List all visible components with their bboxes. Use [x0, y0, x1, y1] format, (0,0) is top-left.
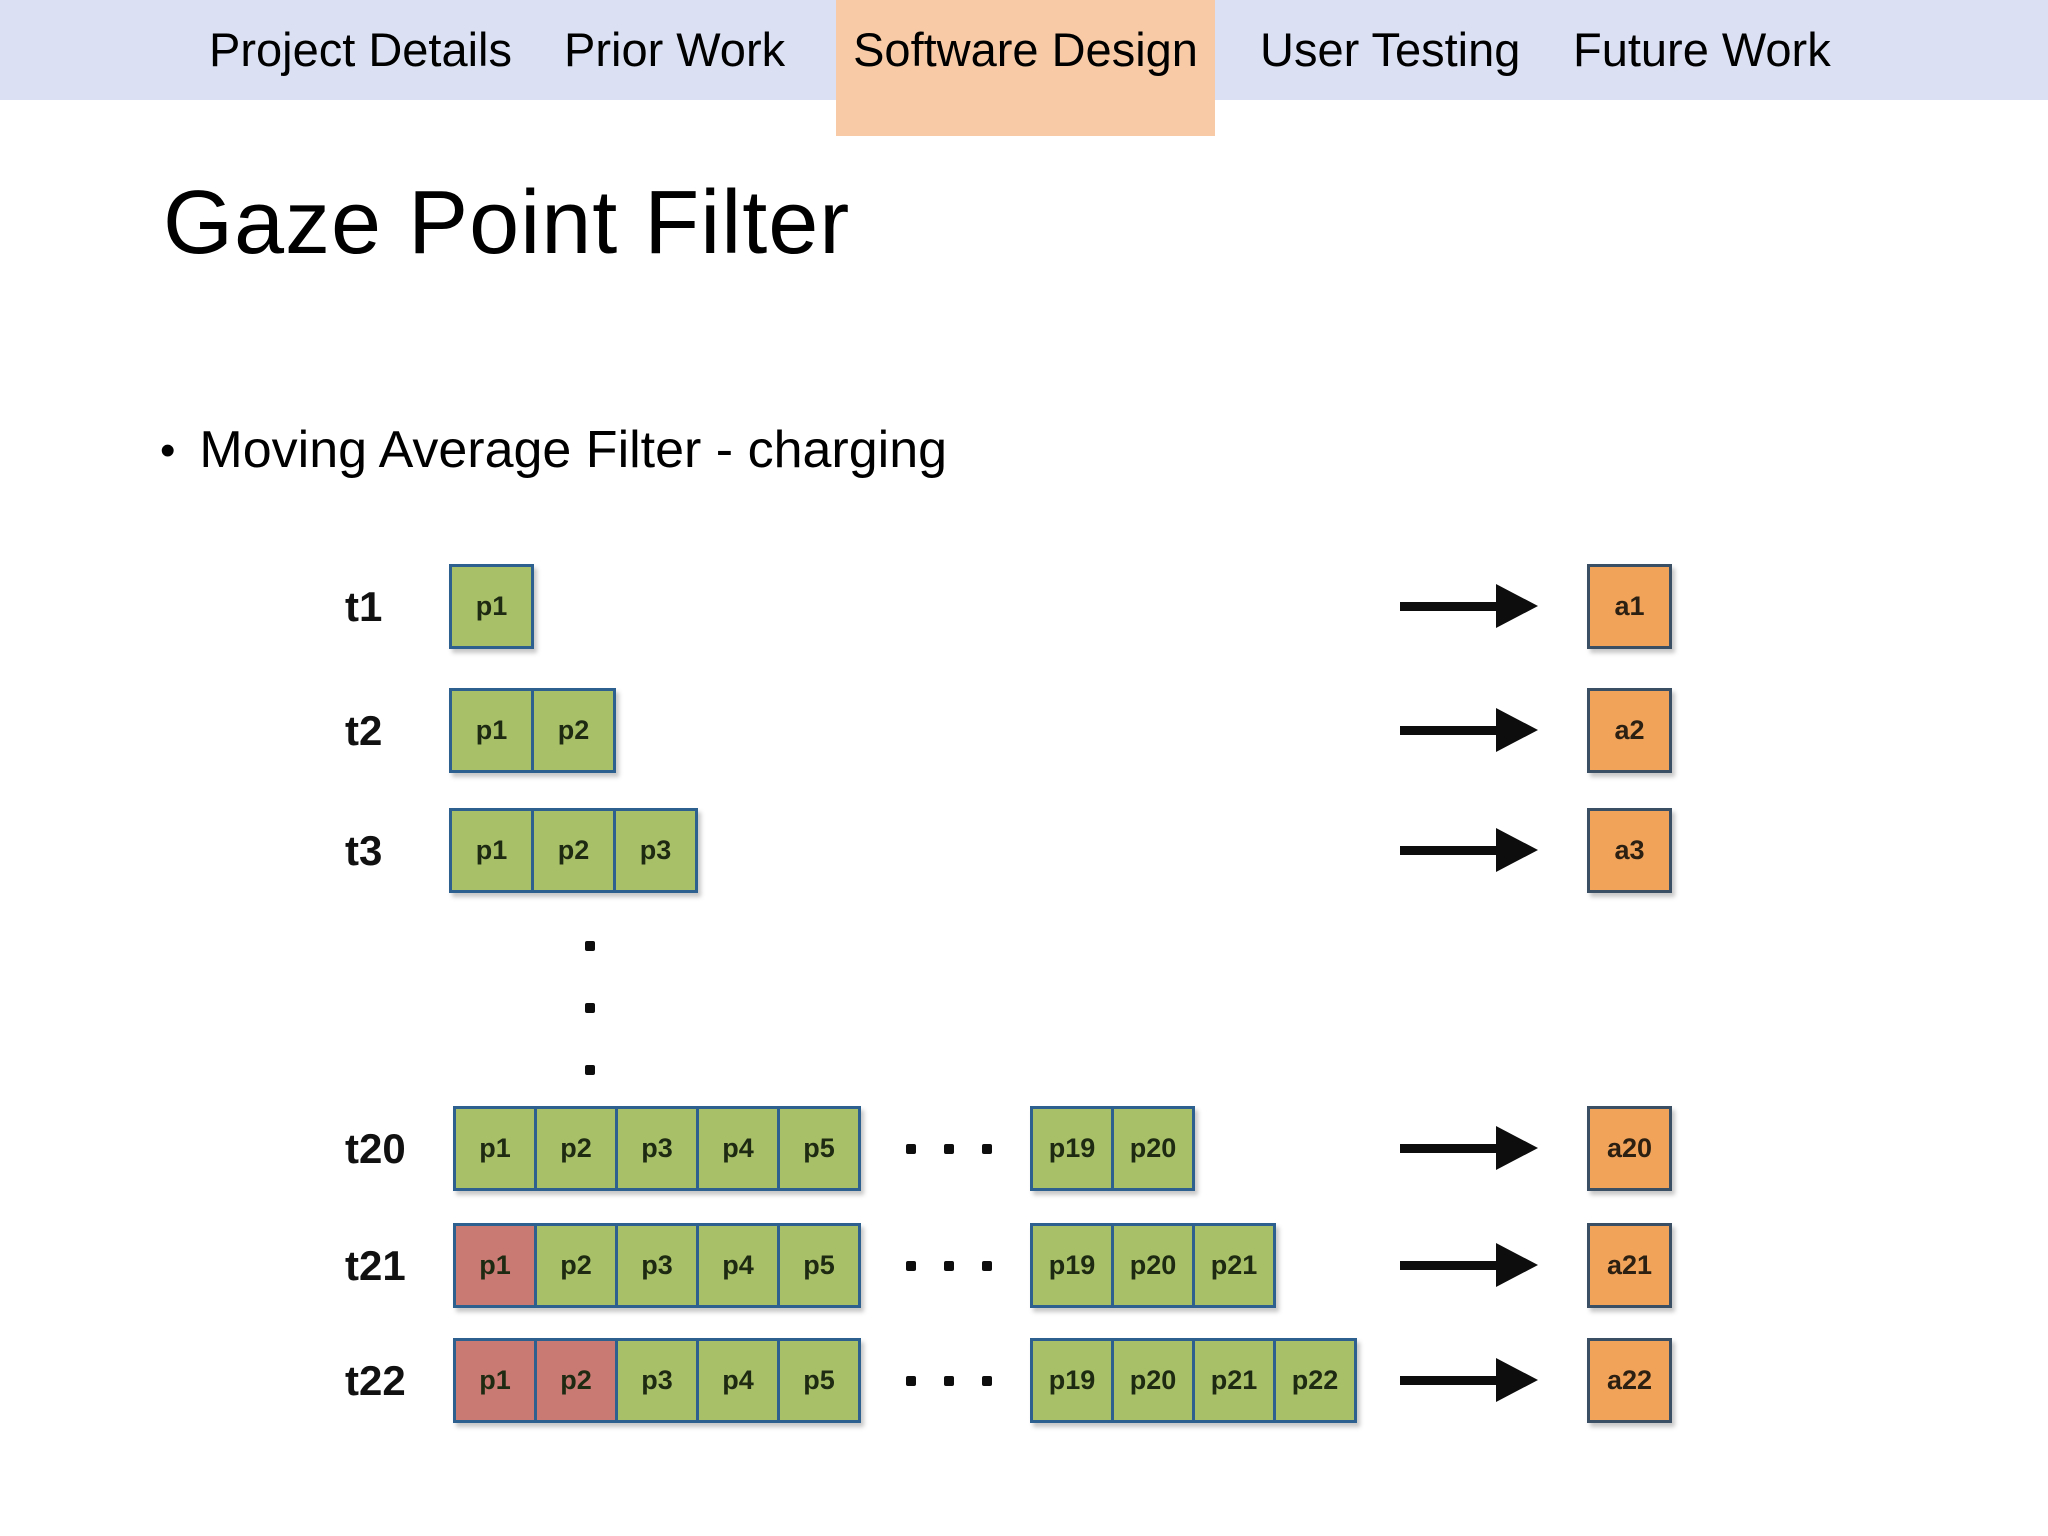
- arrow-head: [1496, 584, 1538, 628]
- tail-cell: p20: [1111, 1338, 1195, 1423]
- time-label: t20: [345, 1124, 406, 1172]
- window-cell: p1: [449, 688, 534, 773]
- window-cell: p3: [615, 1338, 699, 1423]
- arrow-shaft: [1400, 1376, 1500, 1385]
- arrow-shaft: [1400, 1144, 1500, 1153]
- window-strip: p1: [449, 564, 534, 649]
- time-label: t2: [345, 706, 383, 754]
- arrow-shaft: [1400, 726, 1500, 735]
- arrow-head: [1496, 1358, 1538, 1402]
- ellipsis-dots: [906, 1338, 992, 1423]
- output-box: a20: [1587, 1106, 1672, 1191]
- window-cell: p1: [453, 1106, 537, 1191]
- window-cell: p3: [613, 808, 698, 893]
- arrow-icon: [1400, 828, 1538, 872]
- window-cell: p2: [531, 688, 616, 773]
- window-cell: p4: [696, 1106, 780, 1191]
- output-box: a22: [1587, 1338, 1672, 1423]
- nav-tab-user-testing[interactable]: User Testing: [1260, 23, 1521, 76]
- arrow-shaft: [1400, 1261, 1500, 1270]
- window-cell: p2: [534, 1338, 618, 1423]
- nav-tab-project-details[interactable]: Project Details: [209, 23, 512, 76]
- bullet-text: Moving Average Filter - charging: [199, 421, 948, 479]
- ellipsis-dot-icon: [944, 1143, 954, 1154]
- tail-cell: p21: [1192, 1223, 1276, 1308]
- output-box: a21: [1587, 1223, 1672, 1308]
- window-cell: p1: [453, 1338, 537, 1423]
- bullet-marker-icon: •: [160, 426, 176, 475]
- output-box: a2: [1587, 688, 1672, 773]
- window-cell: p4: [696, 1338, 780, 1423]
- arrow-icon: [1400, 1358, 1538, 1402]
- tail-cell: p19: [1030, 1106, 1114, 1191]
- ellipsis-dot-icon: [944, 1260, 954, 1271]
- time-label: t1: [345, 582, 383, 630]
- arrow-shaft: [1400, 846, 1500, 855]
- window-cell: p5: [777, 1338, 861, 1423]
- output-box: a1: [1587, 564, 1672, 649]
- ellipsis-dots: [906, 1223, 992, 1308]
- arrow-head: [1496, 1243, 1538, 1287]
- arrow-head: [1496, 828, 1538, 872]
- time-label: t22: [345, 1356, 406, 1404]
- arrow-shaft: [1400, 602, 1500, 611]
- tail-cell: p22: [1273, 1338, 1357, 1423]
- window-cell: p1: [449, 808, 534, 893]
- window-cell: p1: [449, 564, 534, 649]
- arrow-icon: [1400, 708, 1538, 752]
- arrow-icon: [1400, 1126, 1538, 1170]
- page-title: Gaze Point Filter: [163, 173, 851, 273]
- window-cell: p3: [615, 1106, 699, 1191]
- arrow-icon: [1400, 1243, 1538, 1287]
- nav-tab-prior-work[interactable]: Prior Work: [564, 23, 786, 76]
- window-cell: p1: [453, 1223, 537, 1308]
- window-cell: p3: [615, 1223, 699, 1308]
- window-cell: p5: [777, 1223, 861, 1308]
- ellipsis-dot-icon: [982, 1375, 992, 1386]
- ellipsis-dots: [906, 1106, 992, 1191]
- tail-cell: p19: [1030, 1223, 1114, 1308]
- time-label: t3: [345, 826, 383, 874]
- window-cell: p2: [534, 1223, 618, 1308]
- bullet-line: • Moving Average Filter - charging: [160, 424, 947, 476]
- ellipsis-dot-icon: [906, 1143, 916, 1154]
- nav-tab-future-work[interactable]: Future Work: [1573, 23, 1831, 76]
- tail-cell: p20: [1111, 1106, 1195, 1191]
- vertical-ellipsis-dot-icon: [585, 941, 595, 951]
- arrow-head: [1496, 708, 1538, 752]
- ellipsis-dot-icon: [982, 1143, 992, 1154]
- output-box: a3: [1587, 808, 1672, 893]
- window-cell: p4: [696, 1223, 780, 1308]
- ellipsis-dot-icon: [982, 1260, 992, 1271]
- nav-tab-software-design-label: Software Design: [853, 23, 1198, 76]
- window-cell: p2: [534, 1106, 618, 1191]
- vertical-ellipsis-dot-icon: [585, 1065, 595, 1075]
- ellipsis-dot-icon: [906, 1375, 916, 1386]
- time-label: t21: [345, 1241, 406, 1289]
- tail-cell: p19: [1030, 1338, 1114, 1423]
- window-cell: p2: [531, 808, 616, 893]
- tail-cell: p21: [1192, 1338, 1276, 1423]
- nav-tab-software-design[interactable]: Software Design: [836, 0, 1215, 136]
- ellipsis-dot-icon: [906, 1260, 916, 1271]
- vertical-ellipsis-dot-icon: [585, 1003, 595, 1013]
- arrow-icon: [1400, 584, 1538, 628]
- window-cell: p5: [777, 1106, 861, 1191]
- ellipsis-dot-icon: [944, 1375, 954, 1386]
- tail-cell: p20: [1111, 1223, 1195, 1308]
- arrow-head: [1496, 1126, 1538, 1170]
